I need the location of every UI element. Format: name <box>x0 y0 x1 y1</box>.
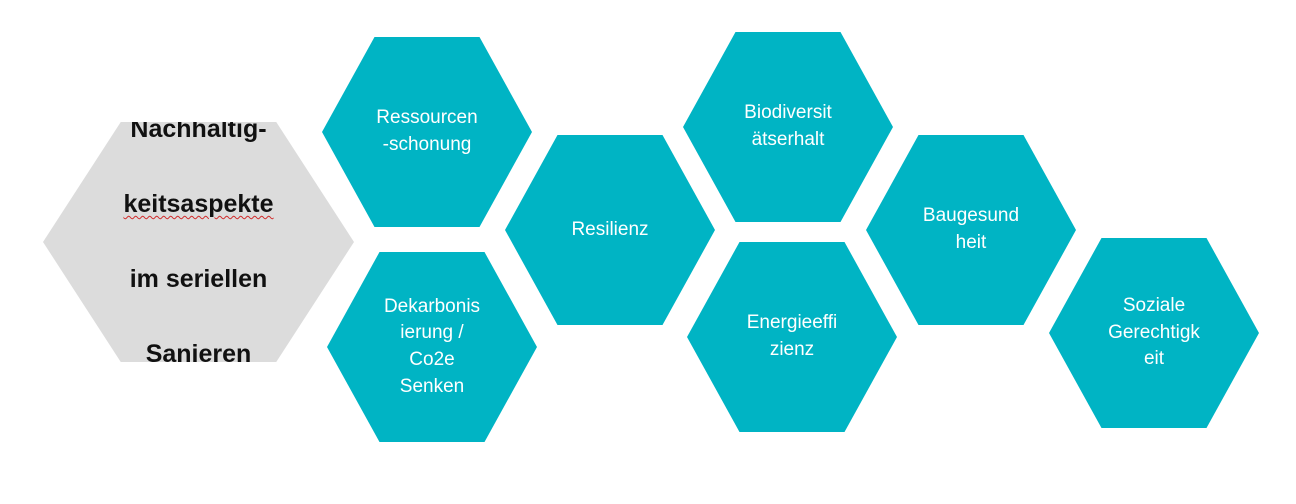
hexagon-baugesundheit: Baugesund heit <box>866 135 1076 325</box>
hexagon-energieeffizienz: Energieeffi zienz <box>687 242 897 432</box>
hexagon-label: Soziale Gerechtigk eit <box>1108 295 1200 370</box>
hexagon-dekarbonisierung: Dekarbonis ierung / Co2e Senken <box>327 252 537 442</box>
hexagon-soziale-gerechtigkeit: Soziale Gerechtigk eit <box>1049 238 1259 428</box>
central-label-line-2: keitsaspekte <box>123 189 274 218</box>
central-label-line-3: im seriellen <box>129 264 268 293</box>
hexagon-biodiversitaetserhalt: Biodiversit ätserhalt <box>683 32 893 222</box>
central-hexagon: Nachhaltig- keitsaspekte im seriellen Sa… <box>43 122 354 362</box>
hexagon-label: Biodiversit ätserhalt <box>744 102 832 150</box>
hexagon-label: Dekarbonis ierung / Co2e Senken <box>383 295 481 397</box>
central-label-line-4: Sanieren <box>145 339 252 368</box>
hexagon-label: Baugesund heit <box>922 205 1020 253</box>
central-label-line-1: Nachhaltig- <box>130 114 267 143</box>
hexagon-label: Energieeffi zienz <box>746 312 838 360</box>
hexagon-label: Resilienz <box>571 218 649 240</box>
hexagon-label: Ressourcen -schonung <box>376 107 478 155</box>
hexagon-resilienz: Resilienz <box>505 135 715 325</box>
hexagon-ressourcenschonung: Ressourcen -schonung <box>322 37 532 227</box>
central-hexagon-label: Nachhaltig- keitsaspekte im seriellen Sa… <box>123 114 274 368</box>
